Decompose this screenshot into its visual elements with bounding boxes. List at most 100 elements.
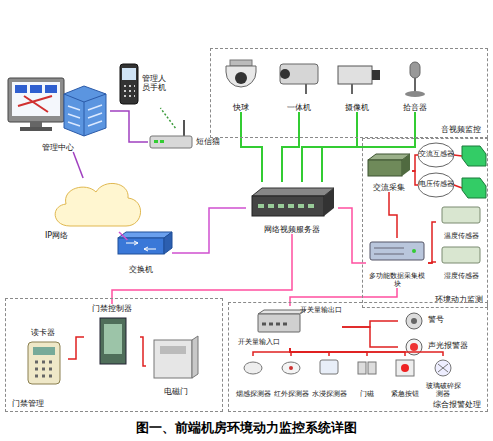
phone-icon bbox=[120, 64, 138, 104]
switch-icon bbox=[118, 232, 172, 238]
microphone-icon bbox=[405, 62, 425, 97]
sms-modem: 短信猫 bbox=[148, 128, 224, 156]
camera-icon bbox=[372, 70, 380, 80]
node-label: 玻璃破碎探测器 bbox=[424, 382, 462, 398]
detector-icon bbox=[358, 362, 366, 374]
alarm-host-icon bbox=[258, 314, 300, 332]
magnetic-door-icon bbox=[192, 336, 198, 378]
cloud-icon bbox=[55, 183, 140, 226]
siren-icon bbox=[411, 318, 417, 324]
sensor-circle: 交流互感器 bbox=[418, 142, 454, 168]
monitor-icon bbox=[30, 85, 42, 93]
node-label: 温度传感器 bbox=[436, 232, 486, 240]
camera-node: 摄像机 bbox=[332, 54, 382, 112]
connector-line bbox=[73, 152, 83, 178]
magnetic-door: 电磁门 bbox=[146, 336, 206, 396]
node-label: 读卡器 bbox=[18, 328, 68, 337]
detector-icon bbox=[320, 360, 338, 374]
connector-line bbox=[290, 288, 397, 306]
building-icon bbox=[84, 102, 85, 136]
detector-node: 烟感探测器 bbox=[234, 356, 272, 398]
detector-icon bbox=[244, 362, 262, 374]
magnetic-door-icon bbox=[160, 346, 186, 354]
card-reader-icon bbox=[28, 342, 60, 384]
magnetic-door-icon bbox=[154, 340, 192, 378]
detector-node: 玻璃破碎探测器 bbox=[424, 356, 462, 398]
node-label: 声光报警器 bbox=[428, 341, 468, 350]
connector-line bbox=[389, 192, 397, 238]
monitor-icon bbox=[45, 85, 57, 93]
monitor-icon bbox=[30, 122, 42, 127]
alarm-host-icon bbox=[258, 310, 306, 314]
sensor-circle-icon bbox=[454, 185, 462, 188]
detector-node: 水浸探测器 bbox=[310, 356, 348, 398]
detector-icon bbox=[289, 366, 293, 370]
alarm-host-icon bbox=[258, 310, 306, 332]
camera-node: 一体机 bbox=[274, 54, 324, 112]
server-icon bbox=[258, 204, 314, 208]
camera-icon bbox=[338, 66, 380, 94]
server-icon bbox=[252, 196, 324, 216]
microphone-node: 拾音器 bbox=[392, 54, 438, 112]
detector-node: 紧急按钮 bbox=[386, 356, 424, 398]
node-label: 电压传感器 bbox=[418, 180, 454, 188]
detector-icon bbox=[244, 360, 451, 376]
camera-icon bbox=[280, 64, 318, 84]
cloud-icon bbox=[55, 183, 140, 226]
building-icon bbox=[68, 105, 102, 126]
microphone-icon bbox=[405, 91, 425, 97]
connector-line bbox=[140, 337, 146, 366]
node-label: 门禁控制器 bbox=[84, 304, 140, 313]
detector-icon bbox=[435, 360, 451, 376]
modem-icon bbox=[160, 140, 164, 143]
modem-icon bbox=[150, 136, 192, 148]
node-label: 网络视频服务器 bbox=[246, 225, 338, 234]
connector-line bbox=[68, 337, 84, 359]
node-label: 短信猫 bbox=[196, 137, 224, 146]
connector-line bbox=[253, 348, 290, 356]
phone-icon bbox=[120, 64, 138, 104]
node-label: 湿度传感器 bbox=[436, 272, 486, 280]
camera-node: 快球 bbox=[218, 54, 264, 112]
connector-line bbox=[160, 108, 175, 128]
detector-node: 红外探测器 bbox=[272, 356, 310, 398]
switch-icon bbox=[126, 241, 156, 251]
data-module-icon bbox=[370, 242, 424, 260]
node-label: 警号 bbox=[428, 315, 444, 324]
door-controller-icon bbox=[104, 324, 122, 354]
ac-collector-icon bbox=[368, 154, 410, 176]
phone-node: 管理人员手机 bbox=[118, 62, 168, 108]
modem-icon bbox=[150, 120, 192, 148]
alarm-output: 警号 bbox=[398, 310, 482, 332]
server-icon bbox=[324, 188, 334, 216]
server-icon bbox=[252, 188, 334, 196]
door-controller: 门禁控制器 bbox=[84, 304, 140, 370]
node-label: 门磁 bbox=[348, 390, 386, 398]
node-label: 电磁门 bbox=[146, 387, 206, 396]
node-label: 水浸探测器 bbox=[310, 390, 348, 398]
detector-icon bbox=[368, 362, 376, 374]
node-label: 红外探测器 bbox=[272, 390, 310, 398]
connector-line bbox=[282, 112, 299, 182]
building-icon bbox=[64, 86, 106, 136]
phone-icon bbox=[122, 68, 136, 80]
building-icon bbox=[64, 94, 106, 102]
modem-icon bbox=[154, 140, 158, 143]
sensor-circle-icon bbox=[418, 143, 454, 167]
server-icon bbox=[252, 188, 334, 216]
connector-line bbox=[428, 222, 436, 263]
card-reader-icon bbox=[28, 342, 60, 384]
node-label: 交流采集 bbox=[366, 183, 412, 192]
sensor-circle-icon bbox=[418, 173, 454, 197]
node-label: IP网络 bbox=[45, 231, 68, 240]
connector-line bbox=[428, 262, 436, 263]
detector-icon bbox=[282, 362, 300, 374]
speed-dome-icon bbox=[226, 66, 256, 87]
siren-icon bbox=[406, 313, 422, 329]
node-label: 烟感探测器 bbox=[234, 390, 272, 398]
monitor-icon bbox=[20, 127, 52, 131]
camera-icon bbox=[351, 84, 353, 94]
alarm-output: 声光报警器 bbox=[398, 336, 482, 358]
